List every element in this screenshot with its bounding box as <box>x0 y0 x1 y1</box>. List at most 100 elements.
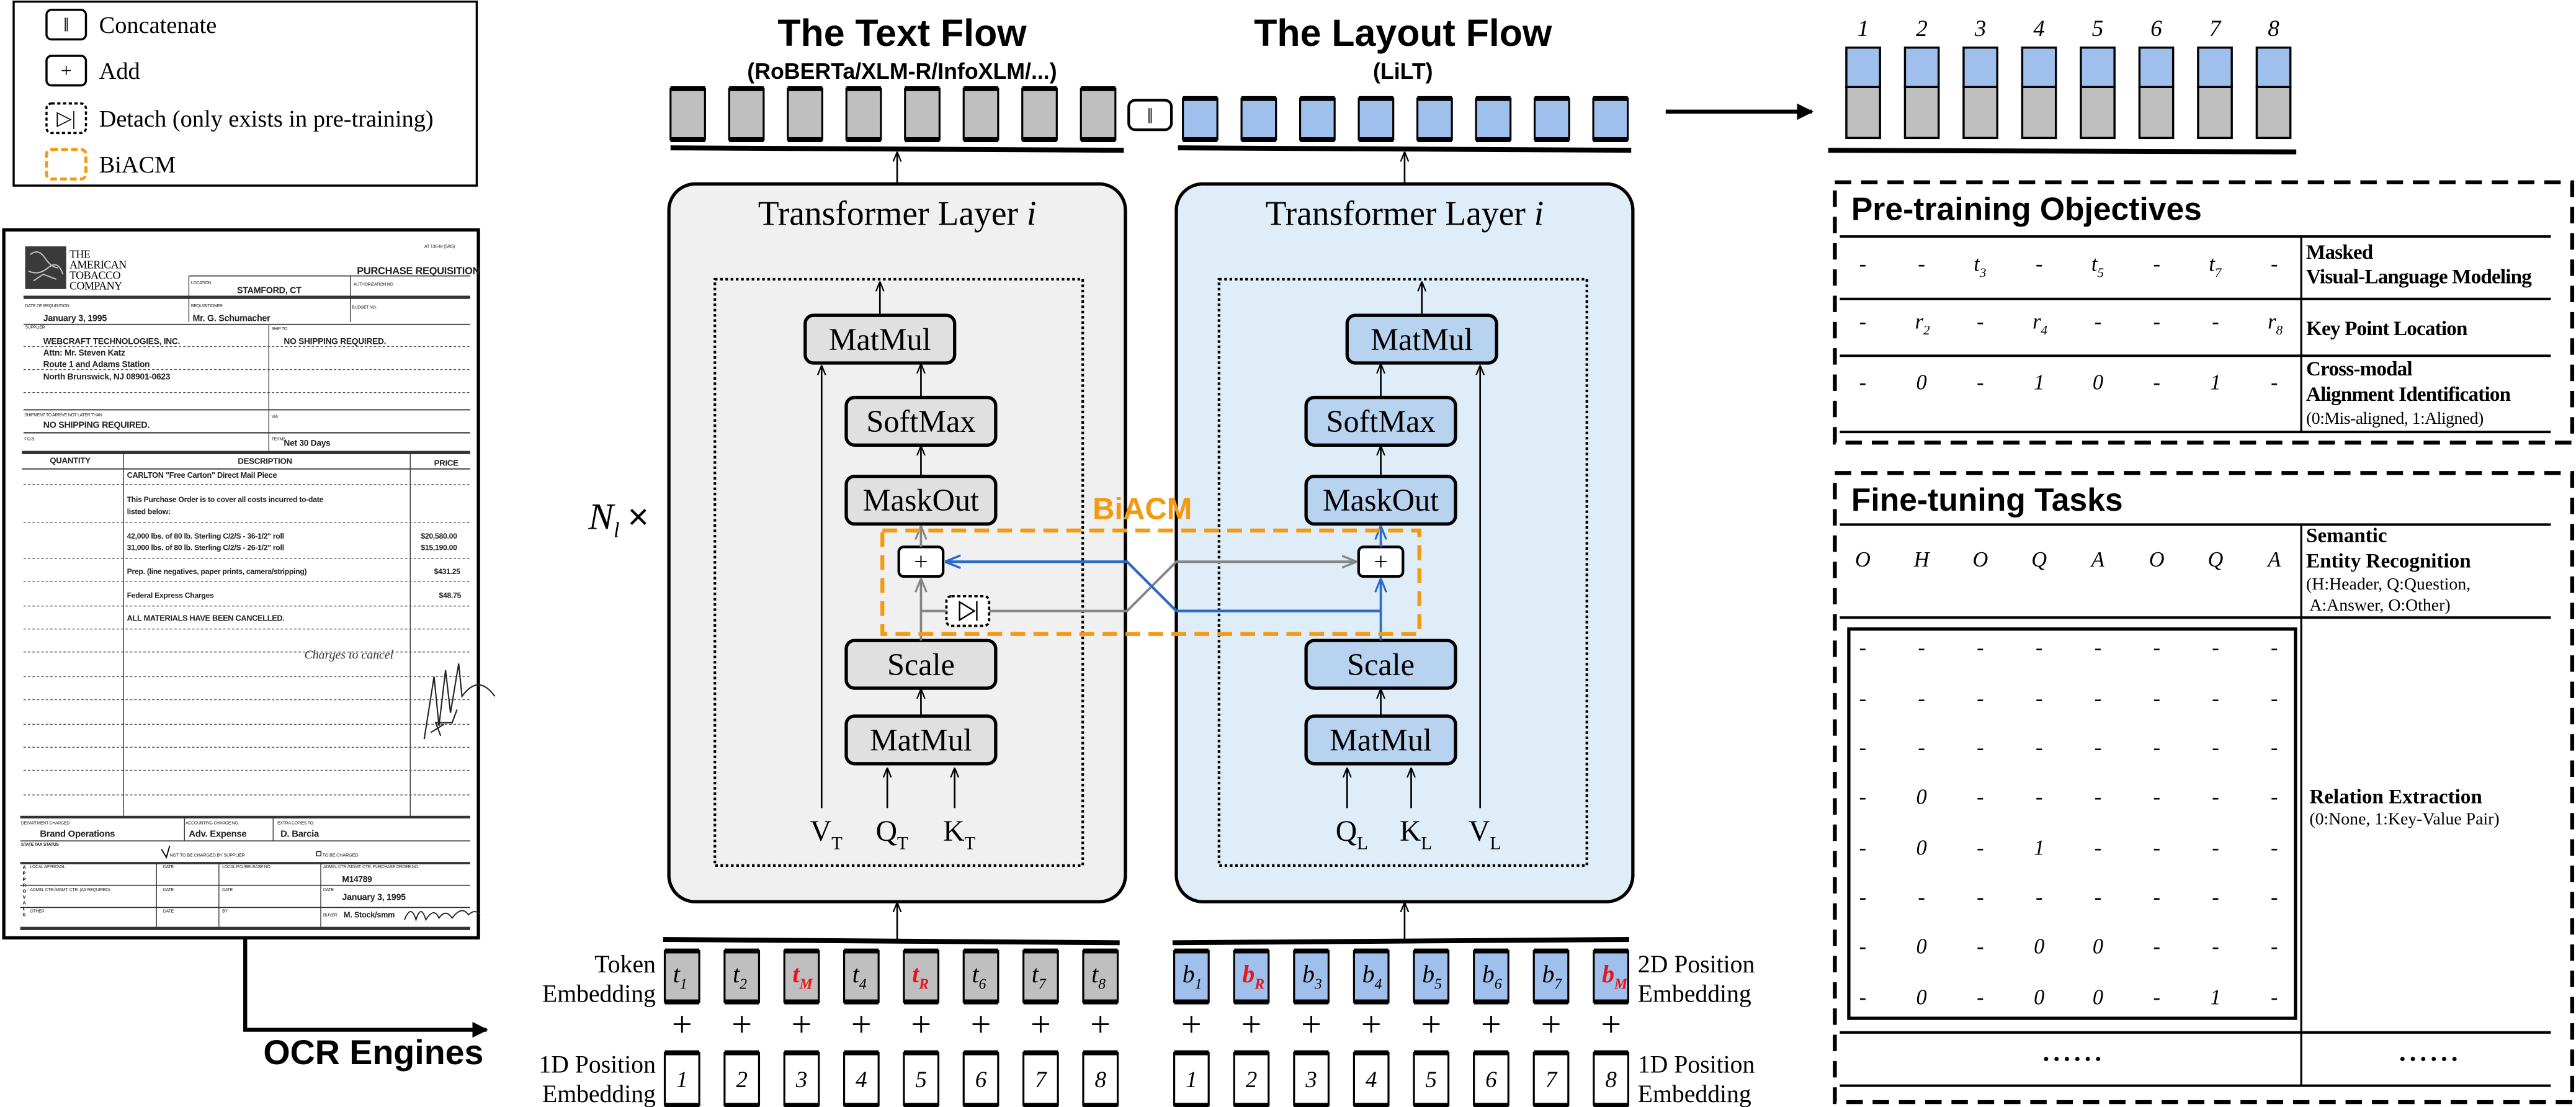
objective-cell: - <box>2153 310 2160 333</box>
logo-detail <box>28 251 64 282</box>
layout-part <box>2255 47 2292 89</box>
document-label-shipment: SHIPMENT TO ARRIVE NOT LATER THAN <box>24 413 102 418</box>
output-stack: 5 <box>2080 16 2116 140</box>
objective-cell-subscript: 5 <box>2097 265 2104 280</box>
flow-title: The Layout Flow <box>1254 12 1552 54</box>
position-index: 2 <box>736 1067 748 1093</box>
re-matrix-cell: - <box>1977 636 1983 660</box>
token-label-base: b <box>1422 961 1434 988</box>
position-token: 1 <box>663 1050 700 1107</box>
document-label-by: BY <box>222 909 228 913</box>
re-matrix-cell: 0 <box>2093 986 2103 1010</box>
position-token: 5 <box>903 1050 940 1107</box>
document-supplier1: Attn: Mr. Steven Katz <box>43 348 125 357</box>
masked-token-label-base: t <box>792 961 800 988</box>
ocr-engines-label: OCR Engines <box>263 1033 483 1072</box>
document-label-date: DATE OF REQUISITION <box>25 304 69 308</box>
objective-cell: t3 <box>1974 253 1986 280</box>
block-label: MaskOut <box>863 483 979 518</box>
input-label-subscript: T <box>831 833 843 853</box>
position-index: 6 <box>975 1067 987 1093</box>
position-token: 3 <box>1293 1050 1330 1107</box>
output-bar <box>670 145 1124 153</box>
output-index: 8 <box>2268 16 2279 42</box>
re-matrix-cell: - <box>2212 836 2219 860</box>
output-stack: 6 <box>2138 16 2175 140</box>
re-matrix-cell: - <box>2153 786 2160 809</box>
document-label-fob: F.O.B. <box>24 437 35 441</box>
document-label-tax: STATE TAX STATUS <box>21 843 59 847</box>
position-token: 7 <box>1532 1050 1570 1107</box>
repeat-count-subscript: l <box>614 519 620 542</box>
re-matrix: -------------------------0-------0-1----… <box>1847 627 2297 1020</box>
token-vector <box>903 949 940 1003</box>
input-label-subscript: T <box>897 833 908 853</box>
re-matrix-cell: - <box>2153 836 2160 860</box>
output-stack: 7 <box>2197 16 2233 140</box>
document-po-date: January 3, 1995 <box>342 892 406 902</box>
ser-label-cell: O <box>2149 548 2165 571</box>
task-label: Relation Extraction <box>2309 786 2482 808</box>
add-symbol: + <box>1031 1004 1051 1044</box>
block-softmax: SoftMax <box>1304 395 1457 447</box>
legend-item: ▷|Detach (only exists in pre-training) <box>45 102 434 135</box>
objective-cell: r2 <box>1915 310 1930 338</box>
re-matrix-cell: - <box>2153 986 2160 1010</box>
detach-icon <box>959 600 978 622</box>
token-vector <box>1473 949 1509 1003</box>
input-label: VL <box>1469 815 1501 853</box>
add-symbol: + <box>1241 1004 1262 1044</box>
re-matrix-cell: - <box>1977 935 1983 959</box>
document-label-terms: TERMS <box>272 437 286 441</box>
output-stack: 2 <box>1903 16 1940 140</box>
layout-flow: The Layout Flow(LiLT)Transformer Layer i… <box>1172 12 1755 1107</box>
re-matrix-cell: - <box>1918 885 1925 909</box>
text-part <box>2080 86 2116 140</box>
embedding-token: t7 <box>1022 948 1059 1005</box>
token-vector <box>843 949 880 1003</box>
approvals-letter: L <box>23 906 26 912</box>
block-label: MatMul <box>1371 322 1473 357</box>
embedding-token: tR <box>903 948 940 1005</box>
objective-cell: t5 <box>2091 253 2104 280</box>
block-box <box>1304 395 1457 447</box>
embedding-token: b7 <box>1532 948 1570 1005</box>
company-name-line: TOBACCO <box>69 269 120 281</box>
objective-cell: 0 <box>2093 370 2103 394</box>
document-label-req: REQUISITIONER <box>191 304 223 308</box>
document-label-other: OTHER <box>30 909 44 913</box>
layout-part <box>1962 47 1998 89</box>
layout-part <box>2138 47 2175 89</box>
token-label-base: t <box>852 961 860 988</box>
transformer-layer: Transformer Layer iMatMulSoftMaxMaskOutS… <box>667 182 1127 903</box>
objective-label: Key Point Location <box>2306 318 2467 340</box>
block-label: MatMul <box>1330 723 1432 758</box>
re-matrix-cell: - <box>1977 986 1983 1010</box>
output-token-vector <box>787 87 823 141</box>
legend-icon-box <box>45 9 87 41</box>
re-matrix-cell: 0 <box>1916 935 1927 959</box>
position-index: 4 <box>1366 1067 1377 1093</box>
masked-token-label-subscript: R <box>1254 977 1264 993</box>
token-label: t8 <box>1091 961 1106 993</box>
re-matrix-cell: - <box>1977 687 1983 710</box>
objective-label: Masked <box>2306 241 2374 264</box>
re-matrix-cell: - <box>1977 736 1983 760</box>
document-col-desc: DESCRIPTION <box>238 457 292 466</box>
times-symbol: × <box>628 496 649 537</box>
document-label-via: VIA <box>272 415 279 419</box>
position-token: 6 <box>1473 1050 1509 1107</box>
biacm-icon <box>45 148 87 181</box>
embedding-label: Token <box>594 951 656 978</box>
document-supplier0: WEBCRAFT TECHNOLOGIES, INC. <box>43 337 181 346</box>
legend-symbol: + <box>61 60 72 81</box>
output-token-sequence <box>1182 96 1629 142</box>
position-token: 8 <box>1593 1050 1630 1107</box>
section-title: Fine-tuning Tasks <box>1851 482 2123 518</box>
objective-cell-subscript: 2 <box>1923 323 1930 338</box>
add-symbol: + <box>1090 1004 1111 1044</box>
token-vector <box>1593 949 1630 1003</box>
input-label-base: K <box>1400 815 1421 848</box>
